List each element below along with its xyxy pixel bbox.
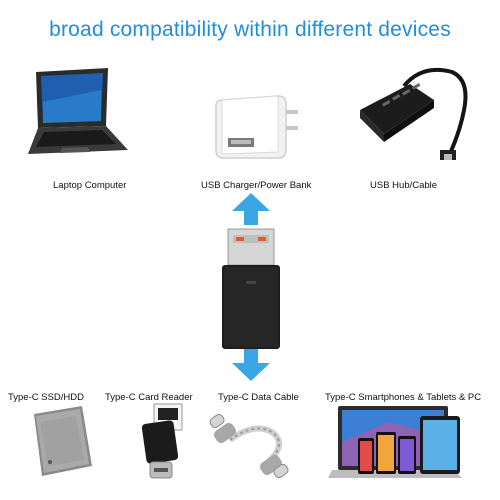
usb-charger-image [215, 95, 298, 159]
data-cable-image [209, 413, 289, 479]
page-title: broad compatibility within different dev… [49, 18, 451, 41]
laptop-image [28, 68, 128, 154]
usb-charger-label: USB Charger/Power Bank [201, 180, 312, 191]
usb-c-adapter-image [222, 193, 280, 381]
data-cable-label: Type-C Data Cable [218, 392, 299, 403]
usb-hub-image [360, 67, 468, 160]
card-reader-image [141, 403, 183, 479]
laptop-computer-label: Laptop Computer [53, 180, 127, 191]
usb-hub-label: USB Hub/Cable [370, 180, 438, 191]
smartphones-tablets-pc-image [328, 406, 462, 478]
smartphones-tablets-pc-label: Type-C Smartphones & Tablets & PC [325, 392, 482, 403]
card-reader-label: Type-C Card Reader [105, 392, 193, 403]
ssd-hdd-label: Type-C SSD/HDD [8, 392, 85, 403]
ssd-hdd-image [34, 406, 92, 476]
